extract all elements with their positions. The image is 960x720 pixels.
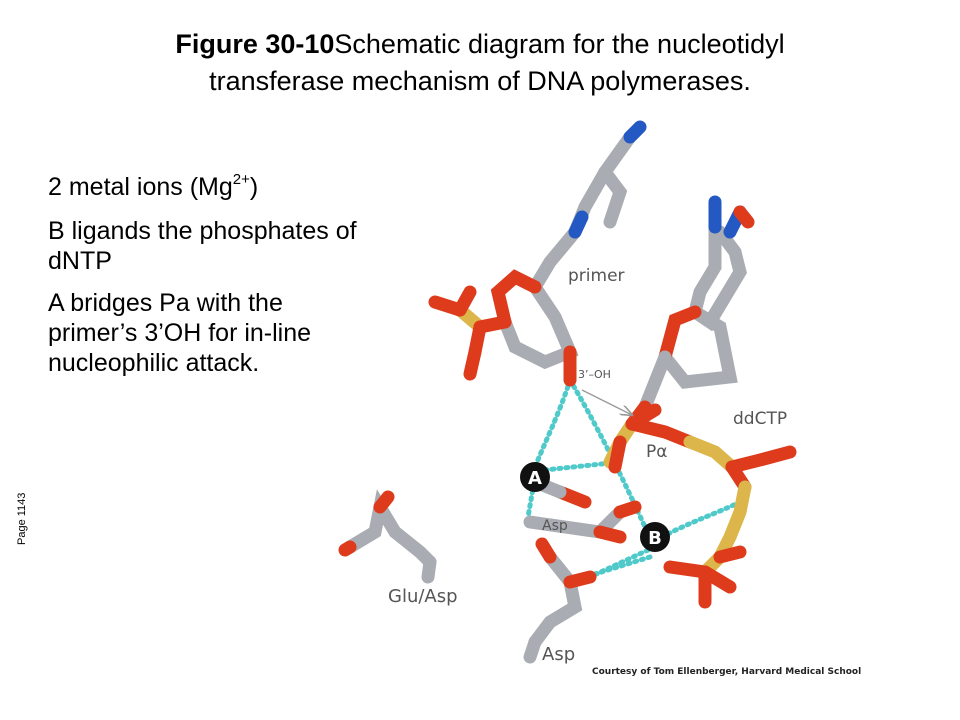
glu-chain [343, 489, 437, 569]
ddctp-ring-o [658, 305, 702, 364]
figure-title: Figure 30-10Schematic diagram for the nu… [80, 26, 880, 100]
pbeta-o [725, 445, 797, 474]
credit-line: Courtesy of Tom Ellenberger, Harvard Med… [592, 667, 861, 677]
bullet-metal-ions-close: ) [249, 173, 259, 201]
bullet-list: 2 metal ions (Mg2+) B ligands the phosph… [48, 172, 368, 390]
bullet-metal-ions: 2 metal ions (Mg2+) [48, 172, 368, 202]
palpha-bridge [625, 417, 697, 449]
asp1-o2 [613, 500, 642, 519]
bullet-metal-ions-text: 2 metal ions (Mg [48, 173, 233, 201]
label-asp-1: Asp [542, 518, 568, 534]
primer-phosphate-ox5 [463, 345, 482, 381]
glu-end [421, 555, 437, 584]
pbeta [683, 435, 739, 474]
ddctp-sugar [658, 305, 738, 389]
hbond-b-palpha2 [659, 499, 743, 540]
attack-arrow [581, 389, 632, 415]
hbond-3oh-a [532, 377, 573, 470]
glu-o2 [373, 490, 395, 514]
stick-bonds [338, 120, 797, 664]
asp2-o1 [535, 537, 557, 564]
label-glu-asp: Glu/Asp [388, 586, 458, 607]
title-line-2: transferase mechanism of DNA polymerases… [209, 66, 751, 96]
glu-o1 [338, 540, 357, 557]
primer-sugar [498, 280, 579, 370]
label-ddctp: ddCTP [733, 409, 787, 429]
asp1-o1 [593, 525, 627, 544]
primer-base-ring-2 [598, 165, 628, 229]
charge-superscript: 2+ [232, 170, 250, 188]
asp2-chain [528, 550, 583, 649]
palpha-o1 [608, 435, 627, 474]
primer-base-n1 [623, 120, 647, 144]
figure-number: Figure 30-10 [175, 29, 335, 59]
primer-phosphate-ox4 [453, 285, 477, 317]
page-reference: Page 1143 [16, 492, 28, 545]
metal-a-label: A [528, 468, 542, 489]
label-p-alpha: Pα [646, 442, 667, 462]
title-text: Schematic diagram for the nucleotidyl [334, 29, 785, 59]
asp2-o2 [563, 570, 597, 589]
hbond-b-asp-lower [592, 554, 653, 577]
primer-ring-o [490, 269, 542, 329]
metal-a-marker: A [520, 462, 550, 492]
ddctp-base-o [733, 205, 755, 229]
ddctp-base [687, 220, 747, 332]
primer-base-n2 [568, 210, 589, 239]
metal-b-label: B [648, 528, 662, 549]
pgamma [698, 480, 752, 579]
asp2-down [523, 635, 542, 664]
coordination-bonds [525, 377, 743, 580]
bullet-b-ligands: B ligands the phosphates of dNTP [48, 217, 357, 275]
pgamma-o [713, 545, 747, 564]
metal-b-marker: B [640, 522, 670, 552]
label-primer: primer [568, 266, 625, 286]
bullet-a-bridges: A bridges Pa with the primer’s 3’OH for … [48, 289, 312, 377]
ddctp-c5 [638, 350, 672, 414]
molecular-structure-diagram: A B primer 3’–OH ddCTP Pα Asp Glu/Asp As… [338, 120, 861, 677]
label-3oh: 3’–OH [578, 368, 611, 381]
title-line-1: Figure 30-10Schematic diagram for the nu… [80, 26, 880, 63]
label-asp-2: Asp [542, 644, 575, 665]
